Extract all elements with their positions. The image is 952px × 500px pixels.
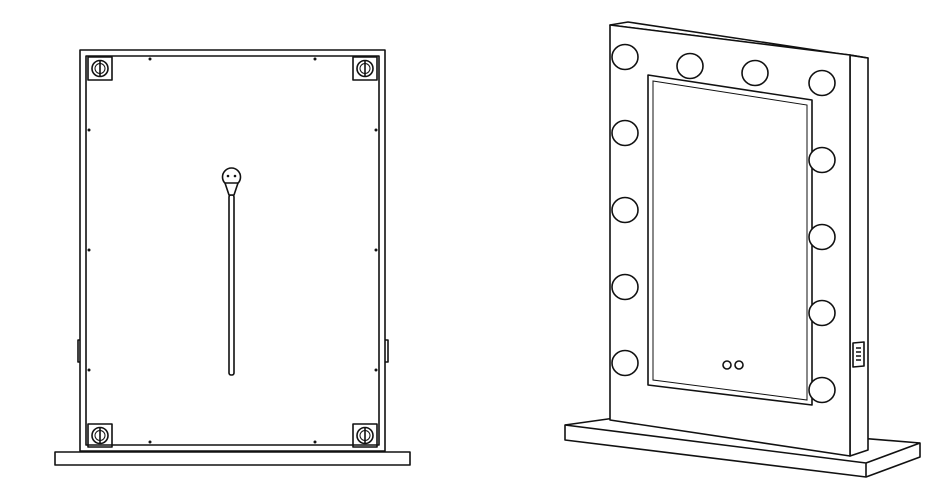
bulb xyxy=(611,119,639,147)
corner-bracket xyxy=(352,423,378,448)
mirror-glass xyxy=(647,74,813,406)
inner-frame xyxy=(85,55,380,446)
bulb xyxy=(808,376,836,404)
corner-bracket xyxy=(352,56,378,81)
corner-bracket xyxy=(87,56,113,81)
bulb xyxy=(808,299,836,327)
screw-dot xyxy=(374,128,378,132)
bulb xyxy=(676,52,704,80)
screw-dot xyxy=(313,57,317,61)
power-switch[interactable] xyxy=(852,341,865,368)
screw-dot xyxy=(313,440,317,444)
light-bulbs xyxy=(611,43,836,404)
screw-dot xyxy=(87,368,91,372)
power-cord xyxy=(221,167,242,376)
bulb xyxy=(808,223,836,251)
frame-side xyxy=(849,54,869,457)
screw-dot xyxy=(374,368,378,372)
bulb xyxy=(611,273,639,301)
front-view xyxy=(564,21,921,478)
bulb xyxy=(808,146,836,174)
bulb xyxy=(611,196,639,224)
frame-front xyxy=(609,24,851,457)
base-stand xyxy=(54,451,411,466)
bulb xyxy=(611,43,639,71)
back-view xyxy=(54,49,411,466)
screw-dot xyxy=(87,248,91,252)
outer-frame xyxy=(79,49,386,452)
corner-bracket xyxy=(87,423,113,448)
bulb xyxy=(741,59,769,87)
touch-button-icon[interactable] xyxy=(722,360,732,370)
screw-dot xyxy=(374,248,378,252)
bulb xyxy=(808,69,836,97)
bulb xyxy=(611,349,639,377)
screw-dot xyxy=(87,128,91,132)
touch-button-icon[interactable] xyxy=(734,360,744,370)
screw-dot xyxy=(148,57,152,61)
corner-brackets xyxy=(87,56,378,448)
screw-dots xyxy=(87,57,378,444)
screw-dot xyxy=(148,440,152,444)
